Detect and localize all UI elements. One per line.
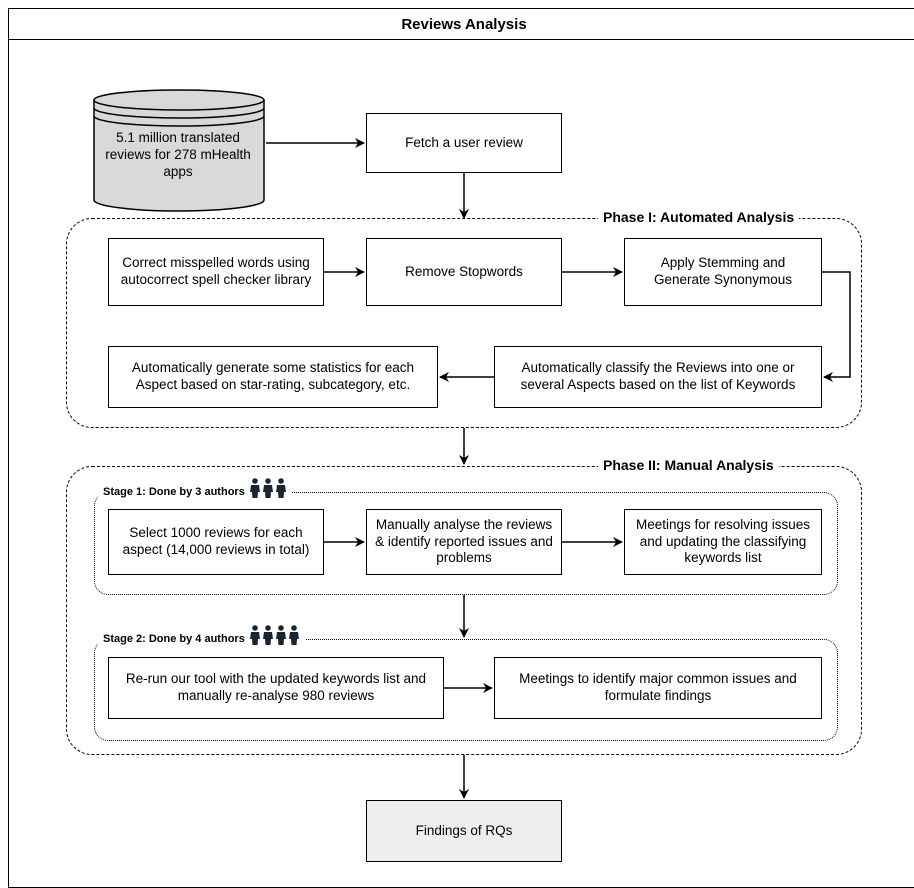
arrow-stemming-to-classify: [822, 271, 851, 382]
stage-1-label: Stage 1: Done by 3 authors: [98, 478, 292, 498]
phase-2-label: Phase II: Manual Analysis: [598, 457, 779, 473]
person-icon: [262, 478, 273, 498]
person-icon: [275, 478, 286, 498]
stage-2-label: Stage 2: Done by 4 authors: [98, 625, 305, 645]
generate-statistics-box: Automatically generate some statistics f…: [108, 346, 438, 408]
resolve-meetings-box: Meetings for resolving issues and updati…: [624, 509, 822, 575]
classify-reviews-box: Automatically classify the Reviews into …: [494, 346, 822, 408]
stage-1-region: [94, 492, 838, 595]
correct-spelling-box: Correct misspelled words using autocorre…: [108, 238, 324, 306]
person-icon: [288, 625, 299, 645]
stage-1-label-text: Stage 1: Done by 3 authors: [103, 486, 245, 498]
remove-stopwords-box: Remove Stopwords: [366, 238, 562, 306]
select-reviews-box: Select 1000 reviews for each aspect (14,…: [108, 509, 324, 575]
stage-2-authors: [249, 625, 300, 645]
stage-2-region: [94, 639, 838, 741]
diagram-title: Reviews Analysis: [8, 8, 914, 40]
database-icon: [93, 89, 265, 212]
person-icon: [275, 625, 286, 645]
person-icon: [249, 478, 260, 498]
stage-1-authors: [249, 478, 287, 498]
fetch-review-box: Fetch a user review: [366, 113, 562, 173]
phase-2-region: [66, 466, 862, 755]
person-icon: [249, 625, 260, 645]
manual-analysis-box: Manually analyse the reviews & identify …: [366, 509, 562, 575]
rerun-tool-box: Re-run our tool with the updated keyword…: [108, 657, 444, 719]
database-label: 5.1 million translated reviews for 278 m…: [105, 130, 251, 179]
apply-stemming-box: Apply Stemming and Generate Synonymous: [624, 238, 822, 306]
identify-issues-meetings-box: Meetings to identify major common issues…: [494, 657, 822, 719]
stage-2-label-text: Stage 2: Done by 4 authors: [103, 633, 245, 645]
person-icon: [262, 625, 273, 645]
phase-1-label: Phase I: Automated Analysis: [598, 209, 800, 225]
findings-box: Findings of RQs: [366, 800, 562, 862]
